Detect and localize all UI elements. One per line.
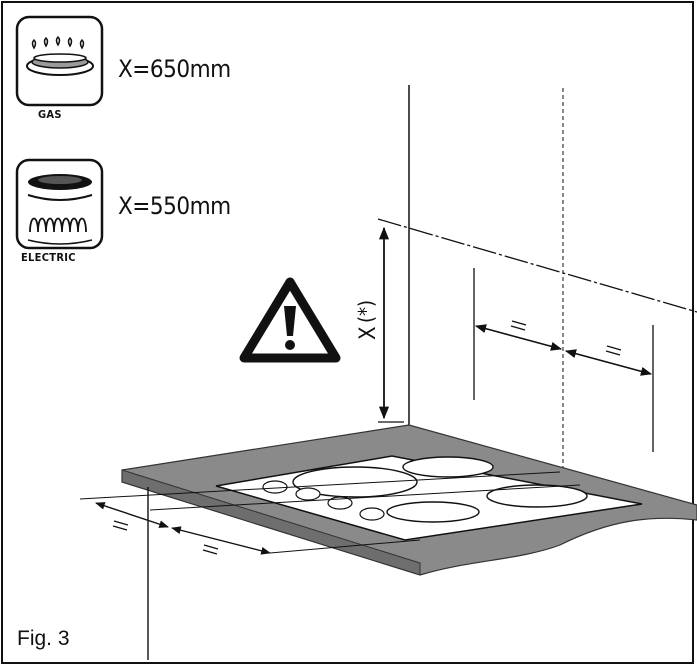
gas-burner-icon — [15, 15, 104, 107]
hood-equal-arrows — [474, 324, 653, 376]
gas-distance: X=650mm — [118, 55, 231, 83]
warning-triangle-icon — [239, 277, 341, 363]
dimension-x-label: X — [356, 326, 381, 340]
electric-hotplate-icon — [15, 158, 104, 250]
electric-caption: ELECTRIC — [21, 251, 76, 264]
electric-distance: X=550mm — [118, 192, 231, 220]
worktop-dimension — [79, 471, 581, 660]
dimension-note: (*) — [354, 299, 378, 323]
gas-caption: GAS — [38, 108, 62, 121]
wall-lines — [377, 85, 697, 470]
equal-marks — [112, 320, 622, 555]
height-dimension-x — [378, 226, 404, 423]
figure-caption: Fig. 3 — [17, 627, 70, 650]
hob — [215, 455, 643, 541]
